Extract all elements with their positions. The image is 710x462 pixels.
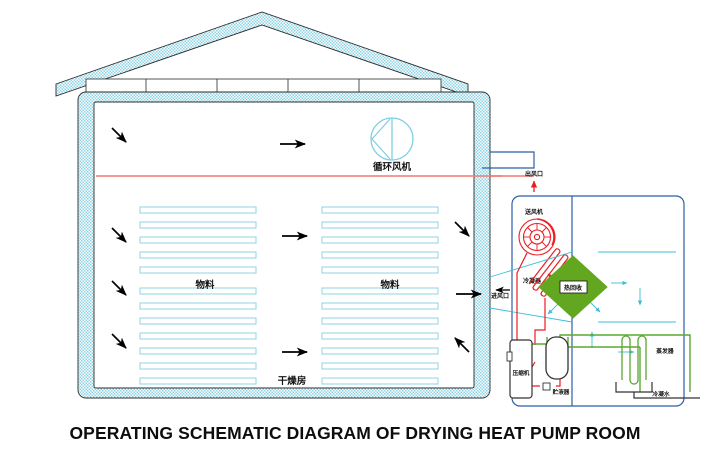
condenser-coil [528, 248, 573, 297]
return-air-inlet-label: 进风口 [491, 292, 509, 300]
supply-air-outlet-label: 出风口 [525, 170, 543, 178]
equipment-room-enclosure [511, 195, 685, 407]
material-label-right: 物料 [380, 279, 400, 291]
compressor [506, 339, 533, 399]
drying-room-walls [77, 91, 491, 399]
evaporator-coil [621, 335, 647, 385]
material-label-left: 物料 [195, 279, 215, 291]
compressor-label: 压缩机 [513, 369, 530, 377]
supply-duct [482, 151, 535, 169]
blower-label: 送风机 [524, 208, 543, 216]
circulation-fan [370, 117, 414, 161]
heat-recovery-label: 热回收 [564, 284, 582, 292]
airflow-arrows-left [111, 127, 127, 349]
material-stack-left [139, 206, 257, 385]
airflow-arrows-center [280, 139, 309, 357]
gas-liquid-separator [542, 336, 569, 391]
condensate-drain [615, 382, 700, 399]
diagram-title: OPERATING SCHEMATIC DIAGRAM OF DRYING HE… [69, 423, 641, 443]
condenser-label: 冷凝器 [523, 277, 542, 285]
gas-liquid-separator-label: 贮液器 [553, 388, 570, 396]
circulation-fan-label: 循环风机 [373, 161, 412, 173]
condensate-water-label: 冷凝水 [652, 390, 670, 398]
drying-room-label: 干燥房 [278, 375, 307, 387]
ceiling-beams [85, 78, 442, 93]
blower-fan [518, 218, 556, 256]
airflow-arrows-right [454, 221, 483, 353]
evaporator-label: 蒸发器 [656, 347, 674, 355]
heat-recovery-unit [538, 255, 608, 319]
material-stack-right [321, 206, 439, 385]
